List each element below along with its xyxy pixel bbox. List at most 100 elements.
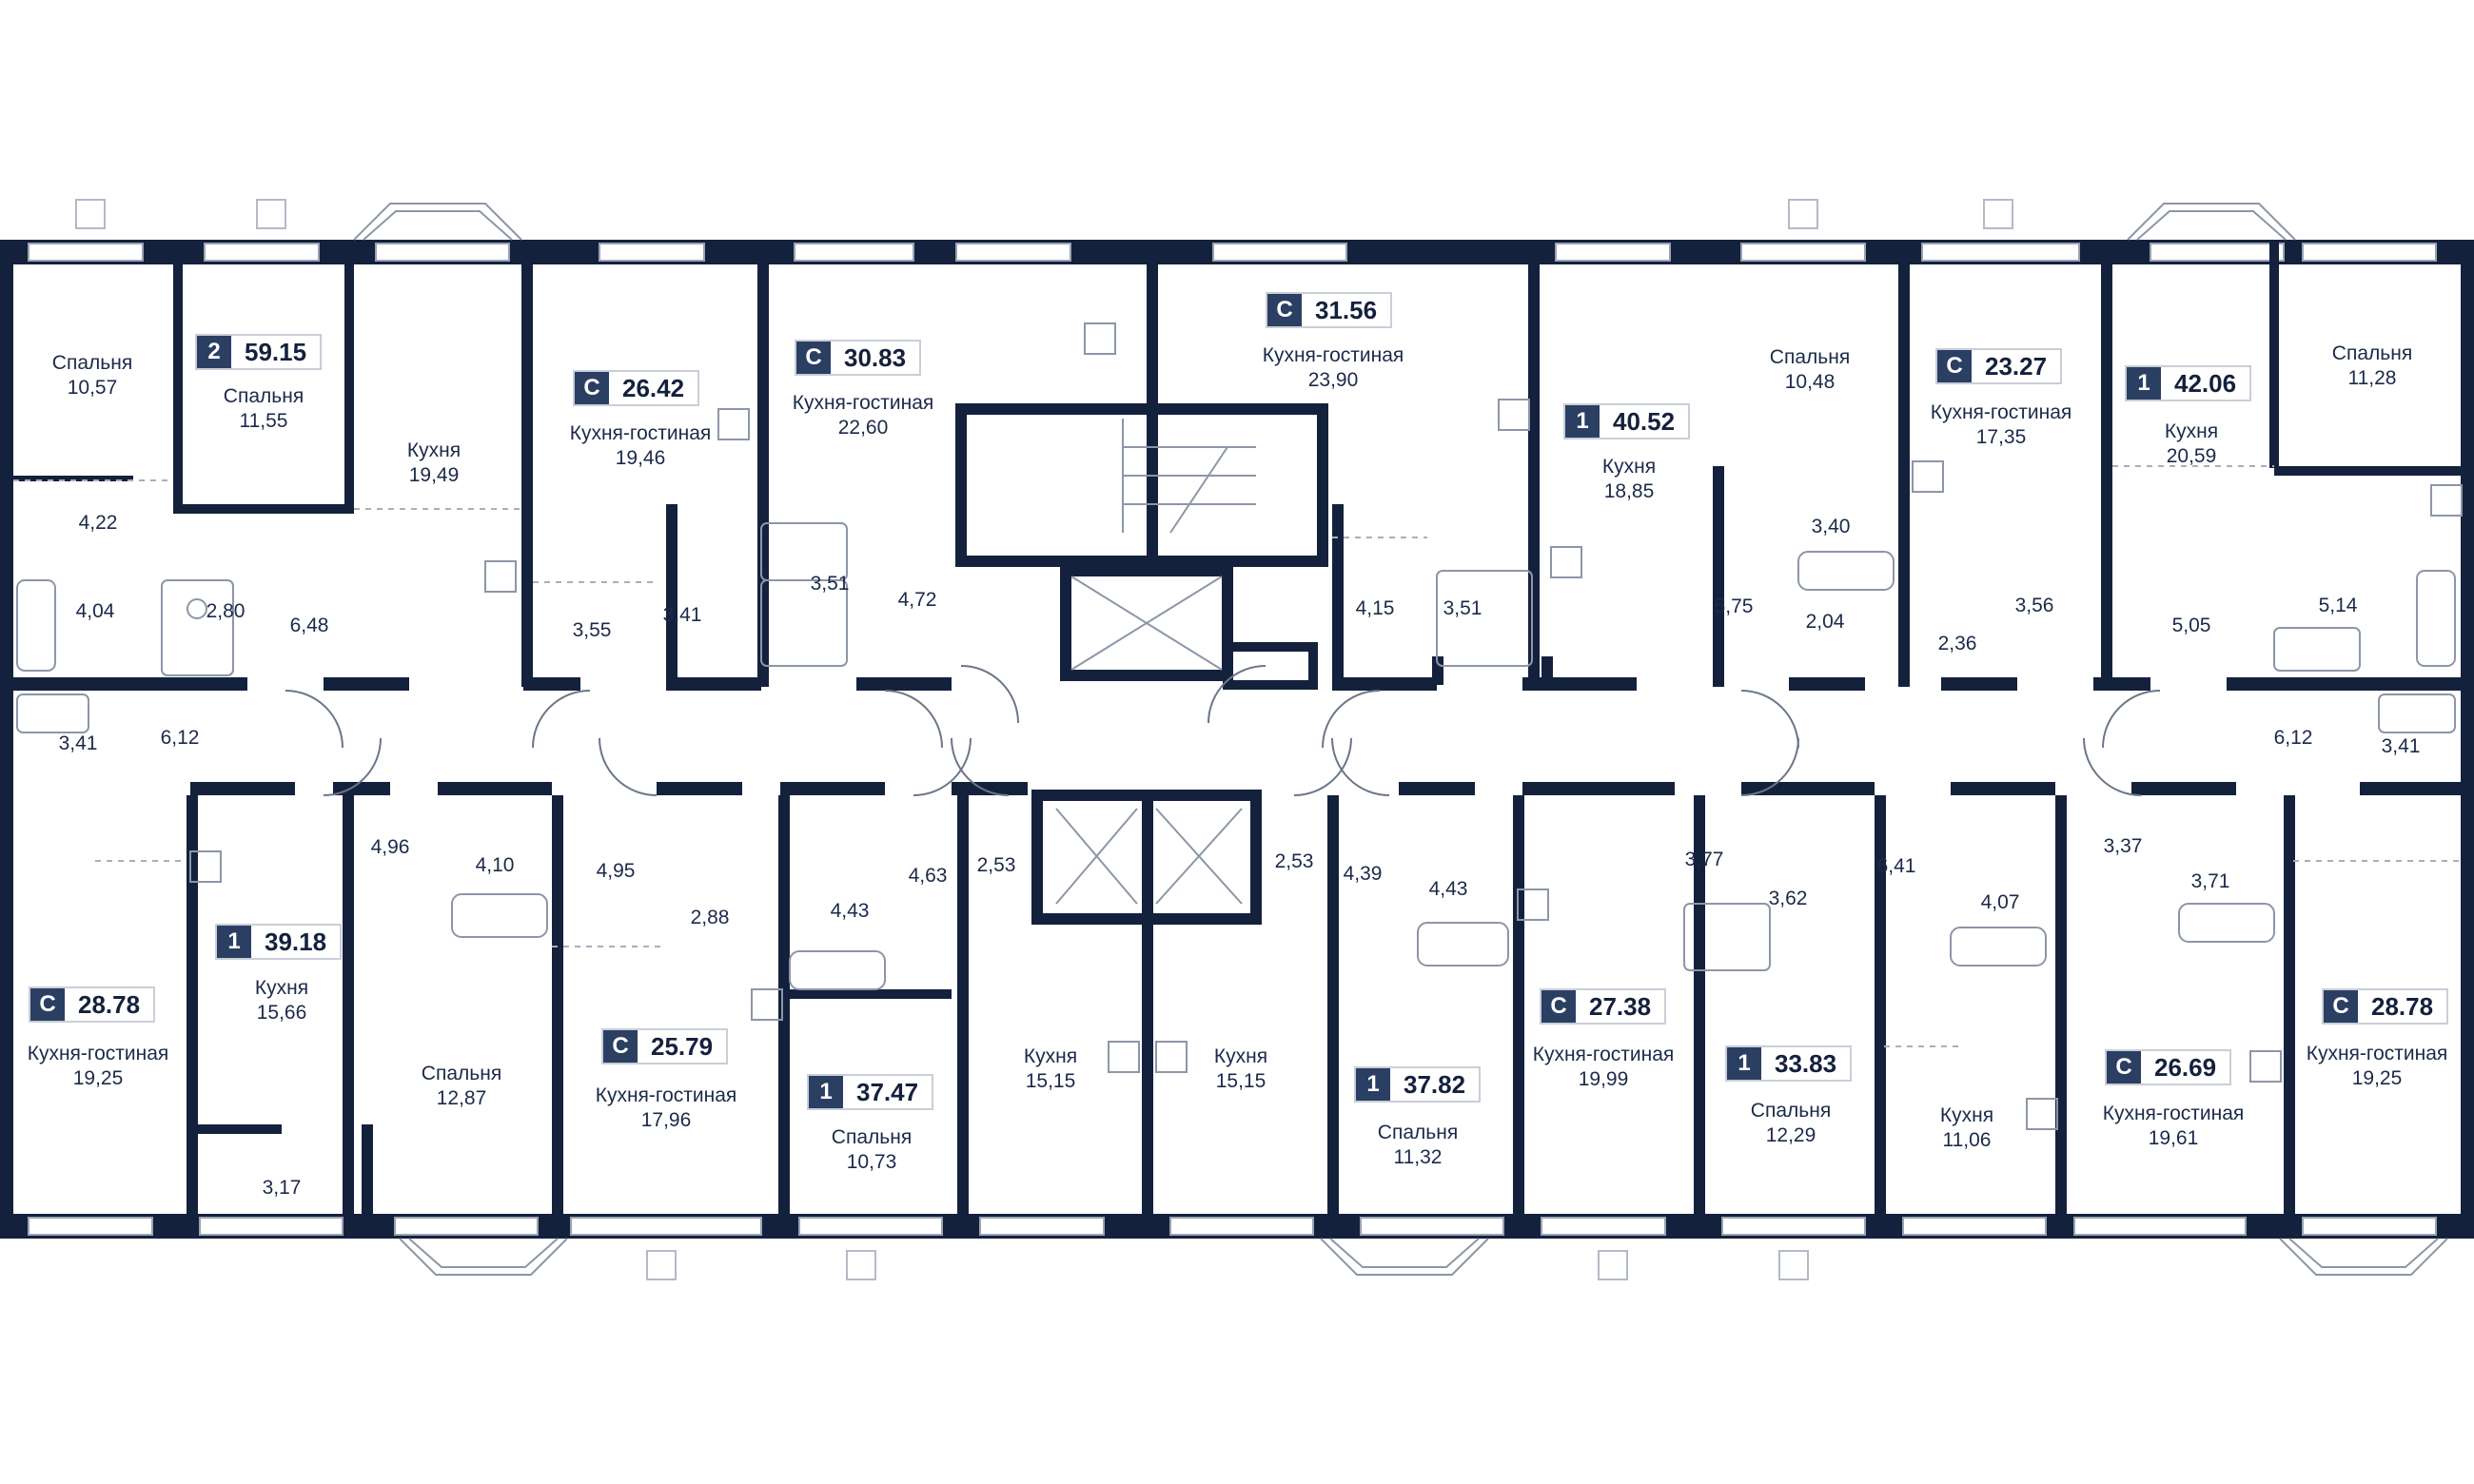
small-area-label: 4,15 (1355, 597, 1395, 619)
apartment-area: 37.82 (1404, 1069, 1466, 1099)
room-name: Кухня-гостиная (2306, 1043, 2448, 1064)
apartment-type: 2 (197, 336, 231, 368)
apartment-type: С (30, 988, 65, 1021)
apartment-area: 28.78 (78, 989, 141, 1019)
apartment-type: 1 (1356, 1068, 1390, 1101)
room-area: 19,99 (1578, 1068, 1629, 1090)
room-name: Спальня (51, 352, 133, 374)
room-area: 19,46 (615, 447, 666, 469)
small-area-label: 3,41 (58, 732, 98, 754)
room-area: 22,60 (837, 417, 889, 439)
apartment-type: С (603, 1030, 638, 1063)
room-label: Кухня 15,15 (1024, 1045, 1077, 1094)
small-area-label: 4,04 (75, 600, 115, 622)
small-area-label: 5,05 (2171, 615, 2211, 636)
apartment-area: 30.83 (844, 342, 907, 372)
small-area-label: 2,36 (1937, 633, 1977, 654)
room-name: Спальня (223, 385, 304, 407)
room-label: Кухня-гостиная 17,96 (596, 1084, 737, 1133)
room-area: 17,96 (640, 1109, 692, 1131)
room-area: 10,48 (1784, 371, 1836, 393)
small-area-label: 6,48 (289, 615, 329, 636)
room-area: 18,85 (1603, 480, 1655, 502)
apartment-type: С (1937, 350, 1972, 382)
room-name: Спальня (1750, 1100, 1832, 1122)
room-area: 11,32 (1393, 1146, 1443, 1168)
small-area-label: 5,75 (1714, 596, 1754, 617)
room-area: 12,29 (1765, 1124, 1816, 1146)
door-swings (285, 665, 2161, 796)
room-name: Кухня (1601, 456, 1657, 478)
room-name: Спальня (1769, 346, 1851, 368)
apartment-type: С (2324, 990, 2358, 1023)
apartment-area: 23.27 (1985, 351, 2048, 381)
apartment-type: 1 (217, 926, 251, 958)
apartment-badge: С 25.79 (601, 1028, 729, 1064)
small-area-label: 3,51 (1443, 597, 1482, 619)
small-area-label: 4,10 (475, 854, 515, 876)
room-area: 17,35 (1975, 426, 2027, 448)
room-name: Кухня (1023, 1045, 1078, 1067)
room-name: Кухня-гостиная (792, 392, 934, 414)
apartment-area: 25.79 (651, 1031, 714, 1061)
apartment-type: С (575, 372, 609, 404)
room-name: Спальня (1377, 1122, 1459, 1143)
room-area: 12,87 (436, 1087, 487, 1109)
small-area-label: 4,39 (1343, 863, 1383, 885)
room-label: Кухня-гостиная 22,60 (793, 391, 934, 440)
small-area-label: 4,72 (897, 589, 937, 611)
small-area-label: 4,43 (1428, 878, 1468, 900)
room-area: 15,15 (1025, 1070, 1076, 1092)
small-area-label: 6,12 (2273, 727, 2313, 749)
apartment-badge: С 28.78 (29, 986, 156, 1023)
apartment-area: 28.78 (2371, 991, 2434, 1021)
room-name: Кухня-гостиная (2102, 1103, 2245, 1124)
small-area-label: 2,53 (976, 854, 1016, 876)
apartment-type: 1 (2127, 367, 2161, 400)
apartment-area: 33.83 (1775, 1048, 1837, 1078)
small-area-label: 6,41 (1876, 855, 1916, 877)
room-area: 19,25 (2351, 1067, 2403, 1089)
small-area-label: 4,95 (596, 860, 636, 882)
small-area-label: 2,88 (690, 907, 730, 928)
apartment-type: С (1267, 294, 1302, 326)
room-name: Кухня-гостиная (1262, 344, 1404, 366)
room-name: Кухня-гостиная (569, 422, 712, 444)
apartment-type: 1 (809, 1076, 843, 1108)
zone-separators (13, 465, 2461, 1047)
apartment-area: 59.15 (245, 337, 307, 366)
apartment-type: С (796, 342, 831, 374)
apartment-area: 27.38 (1589, 991, 1652, 1021)
room-name: Кухня-гостиная (595, 1084, 737, 1106)
stair-lift-core (955, 403, 1328, 925)
small-area-label: 2,80 (206, 600, 245, 622)
apartment-badge: С 27.38 (1540, 988, 1667, 1025)
bathroom-fixtures (16, 522, 2456, 990)
apartment-area: 26.42 (622, 373, 685, 402)
room-name: Кухня (1213, 1045, 1268, 1067)
small-area-label: 4,63 (908, 865, 948, 887)
room-name: Кухня (2164, 420, 2219, 442)
small-area-label: 3,71 (2190, 870, 2230, 892)
apartment-area: 40.52 (1613, 406, 1676, 436)
small-area-label: 4,96 (370, 836, 410, 858)
room-area: 15,66 (256, 1002, 307, 1024)
apartment-type: С (1541, 990, 1576, 1023)
